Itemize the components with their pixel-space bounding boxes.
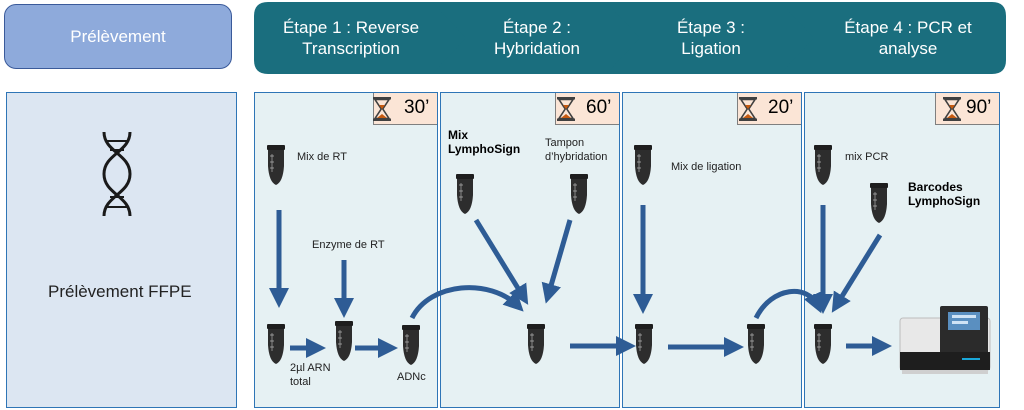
arrow: [541, 219, 573, 304]
tube-icon: [455, 173, 475, 215]
arrow: [831, 233, 883, 313]
label-mix-ligation: Mix de ligation: [671, 161, 742, 173]
label-mix-rt: Mix de RT: [297, 151, 347, 163]
step3-chevron: [606, 2, 816, 74]
tube-icon: [869, 182, 889, 224]
sequencer-icon: [899, 306, 991, 374]
hourglass-icon: [556, 96, 576, 122]
label-adnc: ADNc: [397, 371, 426, 383]
tube-icon: [746, 323, 766, 365]
arrow: [473, 218, 529, 305]
step3-panel: 20’: [622, 92, 802, 408]
label-mix-pcr: mix PCR: [845, 151, 889, 163]
tube-icon: [633, 144, 653, 186]
tube-icon: [813, 323, 833, 365]
tube-icon: [334, 320, 354, 362]
arrow: [409, 285, 524, 320]
sample-label: Prélèvement FFPE: [48, 282, 192, 301]
tube-icon: [569, 173, 589, 215]
prelevement-header: Prélèvement: [4, 4, 232, 69]
step4-chevron: [780, 2, 1006, 74]
arrow: [753, 289, 823, 320]
step2-title: Étape 2 :Hybridation: [494, 18, 580, 58]
step3-title: Étape 3 :Ligation: [676, 18, 746, 58]
tube-icon: [401, 324, 421, 366]
step1-chevron: [254, 2, 468, 74]
tube-icon: [634, 323, 654, 365]
dna-icon: [102, 131, 132, 217]
label-enzyme-rt: Enzyme de RT: [312, 239, 385, 251]
step2-chevron: [432, 2, 642, 74]
tube-icon: [266, 323, 286, 365]
tube-icon: [813, 144, 833, 186]
hourglass-icon: [738, 96, 758, 122]
tube-icon: [526, 323, 546, 365]
tube-icon: [266, 144, 286, 186]
prelevement-panel: [6, 92, 237, 408]
hourglass-icon: [942, 96, 962, 122]
hourglass-icon: [372, 96, 392, 122]
